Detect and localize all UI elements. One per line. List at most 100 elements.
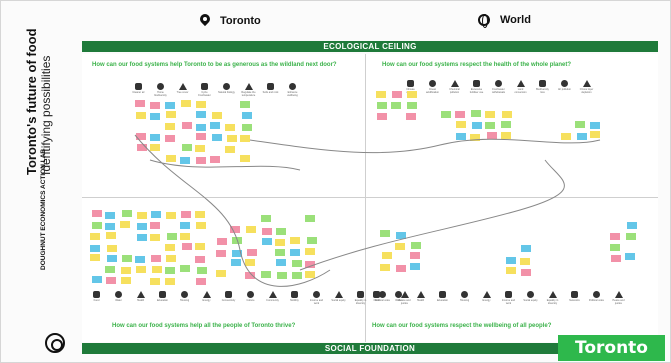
sticky-note: [395, 243, 405, 250]
sticky-note: [410, 263, 420, 270]
sticky-note: [407, 91, 417, 98]
boundary-icon: Natural biology: [218, 83, 235, 98]
sticky-note: [181, 211, 191, 218]
dimension-label: Ocean acidification: [425, 88, 440, 94]
sticky-note: [150, 102, 160, 109]
dimension-icon: [482, 291, 491, 298]
sticky-note: [106, 277, 116, 284]
dimension-icon: [373, 291, 380, 298]
sticky-note: [410, 252, 420, 259]
sticky-note: [150, 144, 160, 151]
sticky-note: [182, 144, 192, 151]
sticky-note: [242, 124, 252, 131]
sticky-note: [216, 250, 226, 257]
boundary-icon: Cycle Freshwater: [196, 83, 213, 98]
sticky-note: [292, 260, 302, 267]
sticky-note: [150, 134, 160, 141]
boundary-icon: Community: [264, 291, 281, 306]
connector-line: [134, 134, 331, 287]
sticky-note: [182, 122, 192, 129]
dimension-icon: [225, 291, 232, 298]
dimension-icon: [593, 291, 600, 298]
dimension-label: Home biodiversity: [154, 91, 167, 97]
sticky-note: [166, 255, 176, 262]
dimension-label: Health: [416, 299, 425, 302]
social-foundation-band: SOCIAL FOUNDATION: [82, 343, 658, 354]
dimension-icon: [439, 291, 446, 298]
boundary-icon: Home biodiversity: [152, 83, 169, 98]
sticky-note: [501, 121, 511, 128]
boundary-icon: Political voice: [374, 291, 391, 306]
dimension-icon: [178, 83, 187, 90]
sticky-note: [107, 245, 117, 252]
horizontal-divider: [82, 197, 658, 198]
sticky-note: [225, 146, 235, 153]
boundary-icon: Food: [88, 291, 105, 306]
dimension-label: Equality in diversity: [354, 299, 367, 305]
sticky-note: [455, 111, 465, 118]
sticky-note: [180, 233, 190, 240]
boundary-icon: Energy: [198, 291, 215, 306]
dimension-icon: [527, 291, 534, 298]
toronto-label: Toronto: [220, 15, 261, 27]
sticky-note: [487, 132, 497, 139]
dimension-icon: [495, 80, 502, 87]
dimension-label: Social equity: [331, 299, 346, 302]
dimension-icon: [289, 83, 296, 90]
dimension-label: Housing: [459, 299, 470, 302]
sticky-note: [275, 239, 285, 246]
sticky-note: [195, 243, 205, 250]
dimension-label: Water: [115, 299, 122, 302]
boundary-icon: Regulate the temperature: [240, 83, 257, 98]
sticky-note: [122, 255, 132, 262]
sticky-note: [196, 133, 206, 140]
sticky-note: [240, 155, 250, 162]
dimension-label: Culture: [246, 299, 255, 302]
boundary-icon: Housing: [456, 291, 473, 306]
sticky-note: [391, 102, 401, 109]
dimension-icon: [561, 80, 568, 87]
sticky-note: [625, 253, 635, 260]
boundary-icon: Freshwater withdrawals: [490, 80, 507, 95]
sticky-note: [261, 215, 271, 222]
sticky-note: [195, 211, 205, 218]
sticky-note: [380, 230, 390, 237]
dimension-icon: [136, 291, 145, 298]
sticky-note: [166, 212, 176, 219]
dimension-icon: [461, 291, 468, 298]
sticky-note: [611, 255, 621, 262]
boundary-icon: Ocean acidification: [424, 80, 441, 95]
sticky-note: [290, 249, 300, 256]
sticky-note: [195, 145, 205, 152]
sticky-note: [247, 249, 257, 256]
sticky-note: [377, 113, 387, 120]
sticky-note: [610, 233, 620, 240]
boundary-icon: Education: [154, 291, 171, 306]
dimension-label: Housing: [179, 299, 190, 302]
dimension-label: Income and work: [501, 299, 516, 305]
dimension-label: Biodiversity loss: [536, 88, 549, 94]
sticky-note: [610, 244, 620, 251]
sticky-note: [135, 100, 145, 107]
sticky-note: [165, 102, 175, 109]
boundary-icon: Equality in diversity: [544, 291, 561, 306]
sticky-note: [506, 257, 516, 264]
dimension-icon: [357, 291, 364, 298]
boundary-icon: Enhance wellbeing: [284, 83, 301, 98]
sticky-note: [277, 272, 287, 279]
sticky-note: [261, 271, 271, 278]
dimension-icon: [379, 291, 386, 298]
sticky-note: [382, 252, 392, 259]
sticky-note: [521, 245, 531, 252]
sticky-note: [376, 91, 386, 98]
dimension-label: Energy: [482, 299, 491, 302]
sticky-note: [456, 133, 466, 140]
sticky-note: [276, 259, 286, 266]
sticky-note: [210, 122, 220, 129]
boundary-icon: Energy: [478, 291, 495, 306]
sticky-note: [122, 210, 132, 217]
connector-line: [249, 138, 601, 154]
sticky-note: [196, 278, 206, 285]
